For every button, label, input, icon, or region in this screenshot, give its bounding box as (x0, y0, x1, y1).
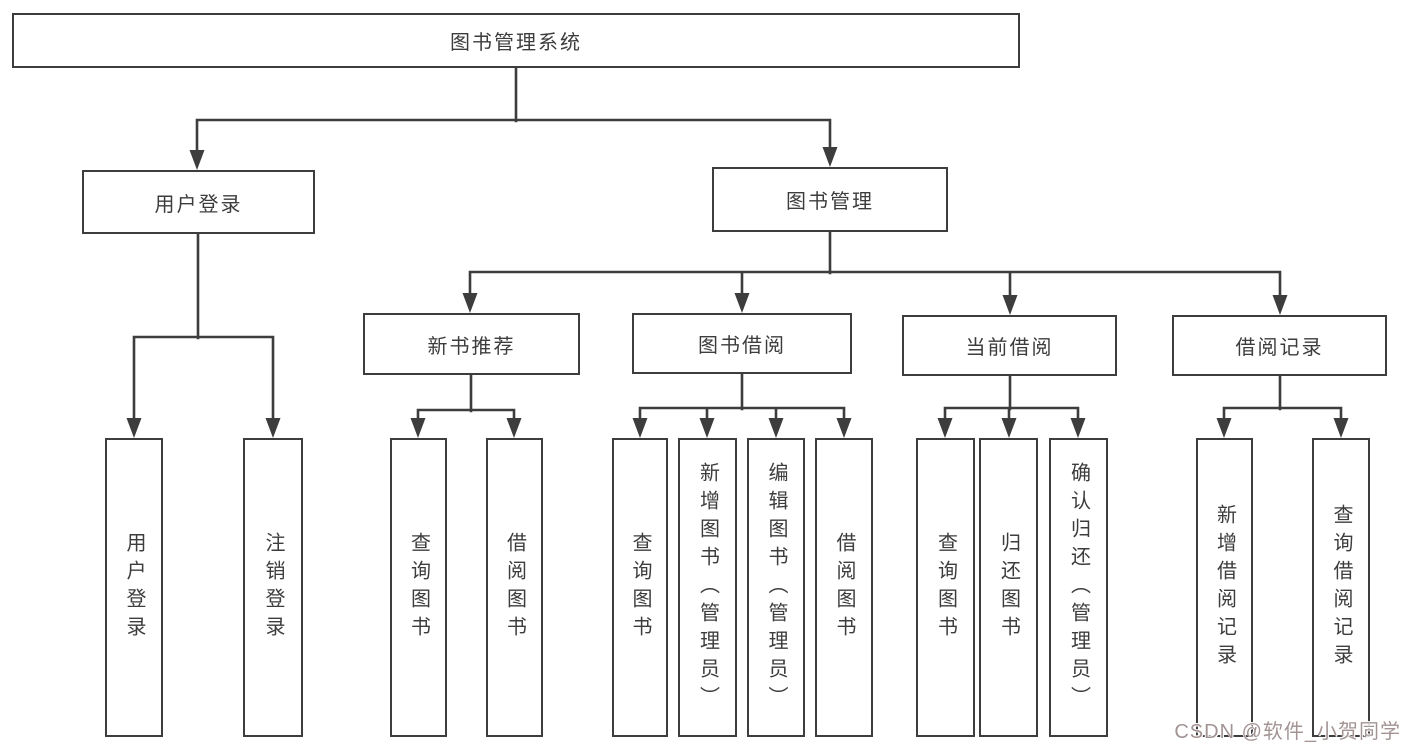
leaf-borrow-edit-book-admin-label: 编辑图书（管理员） (765, 461, 787, 714)
leaf-record-query-borrow-record: 查询借阅记录 (1312, 438, 1370, 737)
leaf-recommend-borrow-book: 借阅图书 (486, 438, 543, 737)
leaf-recommend-query-book-label: 查询图书 (407, 531, 430, 644)
leaf-current-confirm-return-admin: 确认归还（管理员） (1049, 438, 1108, 737)
node-borrow-record: 借阅记录 (1172, 315, 1387, 376)
csdn-watermark: CSDN @软件_小贺同学 (1174, 721, 1401, 743)
node-current-borrow: 当前借阅 (902, 315, 1117, 376)
leaf-borrow-query-book: 查询图书 (612, 438, 668, 737)
leaf-record-add-borrow-record: 新增借阅记录 (1196, 438, 1253, 737)
leaf-user-login: 用户登录 (105, 438, 163, 737)
leaf-borrow-borrow-book-label: 借阅图书 (833, 531, 855, 644)
leaf-current-return-book: 归还图书 (979, 438, 1038, 737)
arrowheads (126, 147, 1349, 438)
leaf-borrow-query-book-label: 查询图书 (629, 531, 651, 644)
leaf-recommend-query-book: 查询图书 (390, 438, 447, 737)
leaf-current-confirm-return-admin-label: 确认归还（管理员） (1067, 461, 1090, 714)
leaf-logout-label: 注销登录 (262, 531, 284, 644)
leaf-current-query-book: 查询图书 (916, 438, 975, 737)
node-new-book-recommend: 新书推荐 (363, 313, 580, 375)
leaf-record-query-borrow-record-label: 查询借阅记录 (1330, 503, 1352, 672)
leaf-record-add-borrow-record-label: 新增借阅记录 (1213, 503, 1236, 672)
node-book-borrow: 图书借阅 (632, 313, 852, 374)
leaf-current-query-book-label: 查询图书 (934, 531, 957, 644)
node-book-management: 图书管理 (712, 167, 948, 232)
leaf-borrow-add-book-admin: 新增图书（管理员） (678, 438, 737, 737)
leaf-borrow-borrow-book: 借阅图书 (815, 438, 873, 737)
leaf-current-return-book-label: 归还图书 (997, 531, 1020, 644)
node-user-login: 用户登录 (82, 170, 315, 234)
node-root-system: 图书管理系统 (12, 13, 1020, 68)
leaf-logout: 注销登录 (243, 438, 303, 737)
leaf-borrow-edit-book-admin: 编辑图书（管理员） (747, 438, 805, 737)
leaf-user-login-label: 用户登录 (123, 531, 145, 644)
leaf-recommend-borrow-book-label: 借阅图书 (503, 531, 526, 644)
leaf-borrow-add-book-admin-label: 新增图书（管理员） (696, 461, 719, 714)
